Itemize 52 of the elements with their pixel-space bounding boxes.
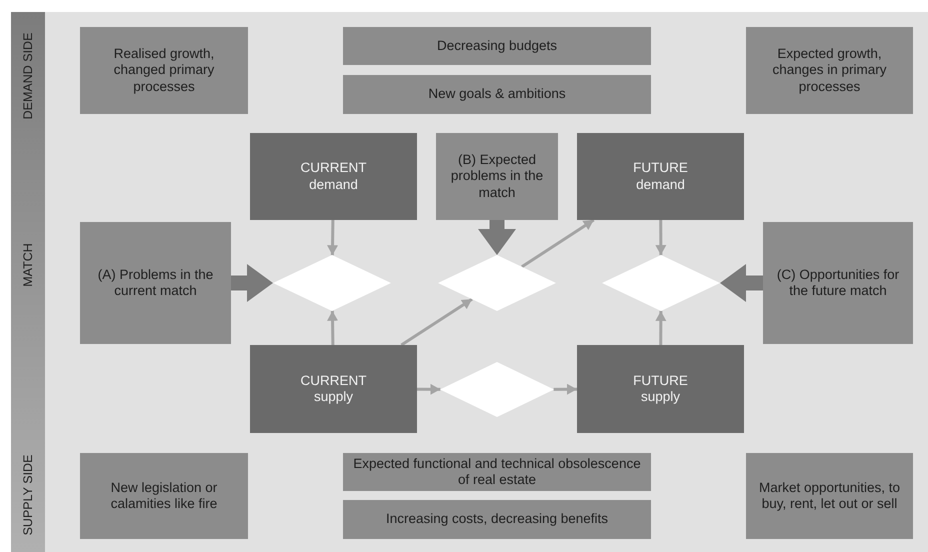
arrow — [478, 220, 516, 255]
box-text: Expected functional and technical obsolescence of real estate — [352, 456, 642, 488]
box-text: New legislation or calamities like fire — [110, 480, 218, 512]
box-text: Increasing costs, decreasing benefits — [386, 511, 608, 528]
box-text: supply — [640, 389, 680, 406]
factor-box — [343, 453, 651, 491]
key-box — [250, 133, 417, 220]
box-text: Realised growth, changed primary processes — [112, 46, 216, 95]
factor-box — [80, 222, 231, 344]
box-text: supply — [314, 389, 354, 406]
arrow — [655, 220, 666, 256]
box-text: Market opportunities, to buy, rent, let out or sell — [758, 480, 902, 512]
section-label: SUPPLY SIDE — [21, 454, 35, 536]
box-text: demand — [309, 176, 358, 193]
box-text: Decreasing budgets — [436, 38, 558, 54]
arrow — [400, 298, 473, 346]
factor-box — [343, 500, 651, 539]
arrow — [655, 310, 666, 345]
diamond-shape — [440, 362, 554, 417]
arrow — [521, 218, 595, 268]
factor-box — [343, 75, 651, 114]
arrow — [554, 384, 577, 395]
arrow — [327, 310, 338, 346]
factor-box — [763, 222, 913, 344]
diamond-shape — [602, 255, 720, 311]
arrow — [327, 220, 338, 256]
factor-box — [436, 133, 558, 220]
box-heading: CURRENT — [300, 160, 366, 176]
arrow — [231, 264, 273, 302]
box-heading: CURRENT — [300, 372, 366, 389]
box-heading: FUTURE — [633, 372, 688, 389]
box-text: (A) Problems in the current match — [96, 266, 214, 300]
diamond-shape — [273, 255, 391, 311]
section-label: MATCH — [21, 243, 35, 287]
box-text: (B) Expected problems in the match — [450, 152, 544, 201]
factor-box — [746, 27, 913, 114]
box-text: (C) Opportunities for the future match — [776, 266, 900, 300]
box-heading: FUTURE — [633, 160, 688, 176]
key-box — [577, 133, 744, 220]
box-text: demand — [636, 176, 685, 193]
arrow — [720, 264, 763, 302]
diamond-shape — [438, 255, 556, 311]
factor-box — [746, 453, 913, 539]
section-label: DEMAND SIDE — [21, 32, 35, 120]
factor-box — [80, 27, 248, 114]
factor-box — [80, 453, 248, 539]
box-text: Expected growth, changes in primary processes — [771, 46, 888, 95]
arrow — [417, 384, 440, 395]
key-box — [250, 345, 417, 433]
key-box — [577, 345, 744, 433]
factor-box — [343, 27, 651, 65]
box-text: New goals & ambitions — [428, 86, 566, 103]
